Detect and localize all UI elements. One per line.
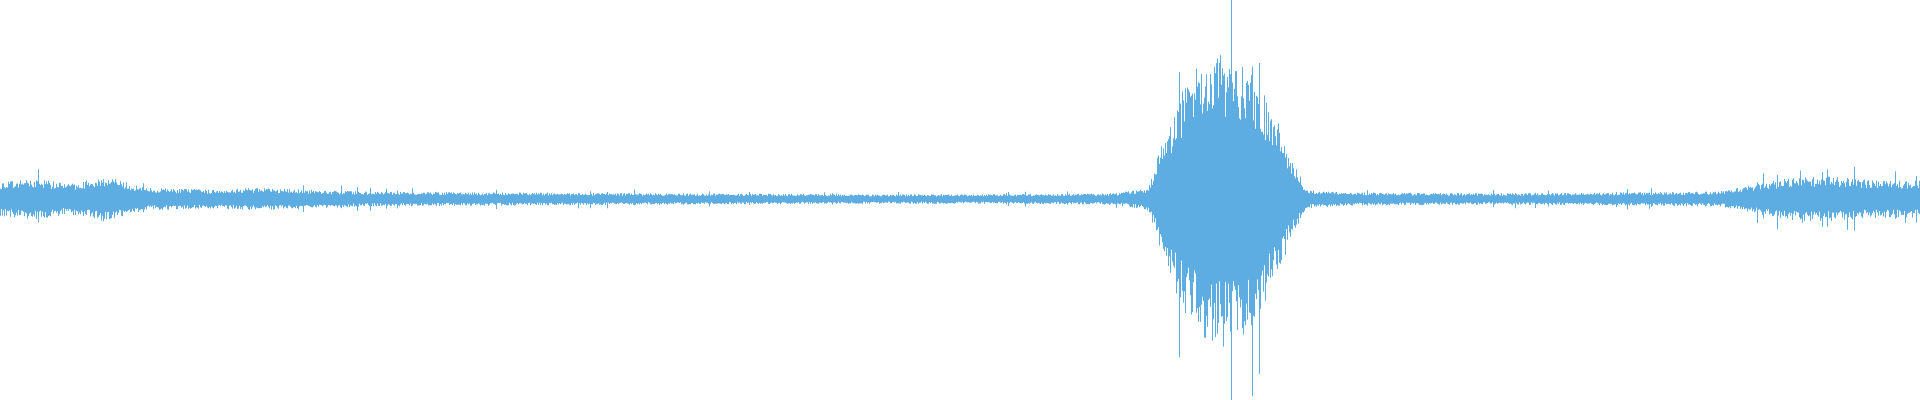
- waveform-path: [0, 0, 1920, 400]
- audio-waveform: [0, 0, 1920, 400]
- waveform-view[interactable]: [0, 0, 1920, 400]
